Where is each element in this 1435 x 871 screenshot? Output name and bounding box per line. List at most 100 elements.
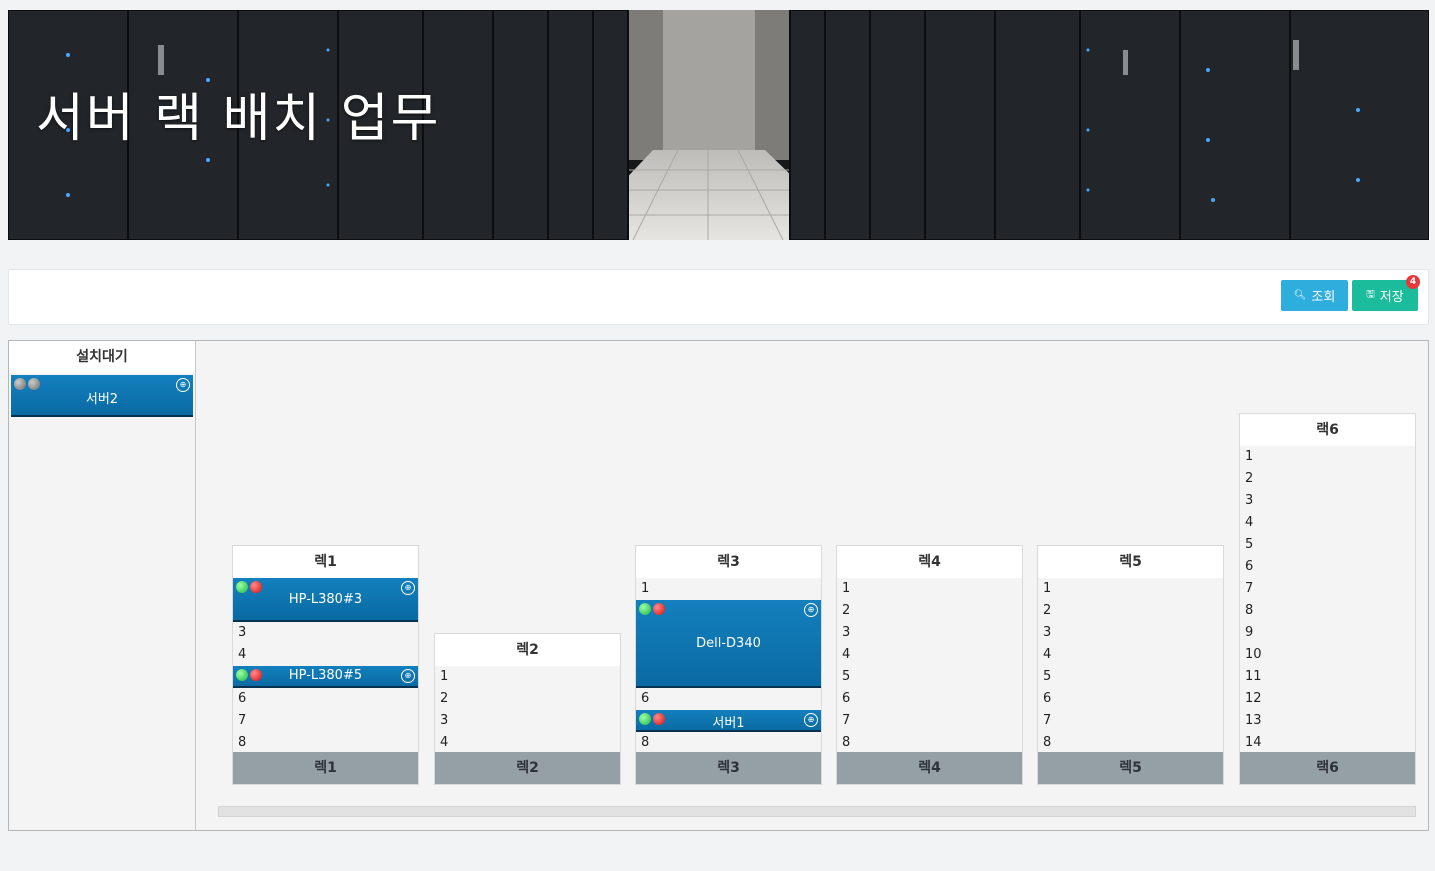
datacenter-banner-image bbox=[8, 10, 1429, 240]
rack-title: 렉2 bbox=[435, 634, 620, 666]
rack-slot: 6 bbox=[842, 691, 851, 706]
rack-title: 렉3 bbox=[636, 546, 821, 578]
server-card[interactable]: ⊕ HP-L380#3 bbox=[233, 578, 418, 622]
status-led-icon bbox=[653, 713, 665, 725]
status-led-icon bbox=[250, 581, 262, 593]
rack-slot: 7 bbox=[238, 713, 247, 728]
rack-title: 렉1 bbox=[233, 546, 418, 578]
server-name: 서버1 bbox=[712, 716, 745, 731]
rack-slot: 4 bbox=[238, 647, 247, 662]
rack-slot: 3 bbox=[440, 713, 449, 728]
server-card[interactable]: ⊕ HP-L380#5 bbox=[233, 666, 418, 688]
save-icon: 🖫︎ bbox=[1366, 289, 1375, 300]
status-leds bbox=[639, 713, 667, 725]
rack-slot: 2 bbox=[440, 691, 449, 706]
rack-slot: 1 bbox=[842, 581, 851, 596]
server-name: Dell-D340 bbox=[696, 636, 761, 651]
status-led-icon bbox=[14, 378, 26, 390]
search-button[interactable]: 🔍︎ 조회 bbox=[1281, 280, 1348, 311]
rack-footer: 렉4 bbox=[837, 752, 1022, 784]
rack-slot: 8 bbox=[1043, 735, 1052, 750]
rack-footer: 렉1 bbox=[233, 752, 418, 784]
server-card[interactable]: ⊕ 서버1 bbox=[636, 710, 821, 732]
horizontal-scrollbar[interactable] bbox=[218, 806, 1416, 817]
status-leds bbox=[14, 378, 42, 390]
header-banner: 서버 랙 배치 업무 bbox=[8, 10, 1429, 240]
rack-slot: 6 bbox=[238, 691, 247, 706]
rack-slot: 10 bbox=[1245, 647, 1262, 662]
rack-footer: 랙6 bbox=[1240, 752, 1415, 784]
status-led-icon bbox=[250, 669, 262, 681]
rack-slot: 2 bbox=[1043, 603, 1052, 618]
rack-slot: 1 bbox=[641, 581, 650, 596]
page-title: 서버 랙 배치 업무 bbox=[36, 89, 441, 149]
rack-slot: 1 bbox=[440, 669, 449, 684]
status-led-icon bbox=[653, 603, 665, 615]
search-button-label: 조회 bbox=[1311, 290, 1336, 305]
rack-slot: 13 bbox=[1245, 713, 1262, 728]
rack-slot: 8 bbox=[842, 735, 851, 750]
rack-slot: 5 bbox=[1043, 669, 1052, 684]
install-waiting-column: 설치대기 ⊕ 서버2 bbox=[9, 341, 196, 830]
rack-slot: 7 bbox=[1245, 581, 1254, 596]
rack-title: 렉4 bbox=[837, 546, 1022, 578]
network-icon[interactable]: ⊕ bbox=[401, 669, 415, 683]
rack-slot: 1 bbox=[1043, 581, 1052, 596]
rack-slot: 6 bbox=[1043, 691, 1052, 706]
network-icon[interactable]: ⊕ bbox=[401, 581, 415, 595]
rack-slot: 3 bbox=[842, 625, 851, 640]
network-icon[interactable]: ⊕ bbox=[176, 378, 190, 392]
rack-footer: 렉5 bbox=[1038, 752, 1223, 784]
network-icon[interactable]: ⊕ bbox=[804, 713, 818, 727]
server-name: 서버2 bbox=[85, 392, 119, 407]
rack-slot: 8 bbox=[1245, 603, 1254, 618]
rack-2: 렉2 1 2 3 4 렉2 bbox=[434, 633, 621, 785]
rack-slot: 7 bbox=[842, 713, 851, 728]
rack-slot: 2 bbox=[842, 603, 851, 618]
save-button-label: 저장 bbox=[1379, 290, 1404, 305]
rack-slot: 6 bbox=[641, 691, 650, 706]
rack-slot: 14 bbox=[1245, 735, 1262, 750]
rack-4: 렉4 1 2 3 4 5 6 7 8 렉4 bbox=[836, 545, 1023, 785]
rack-slot: 3 bbox=[238, 625, 247, 640]
rack-slot: 2 bbox=[1245, 471, 1254, 486]
save-button[interactable]: 🖫︎ 저장 4 bbox=[1352, 275, 1420, 311]
status-led-icon bbox=[28, 378, 40, 390]
rack-slot: 8 bbox=[238, 735, 247, 750]
rack-layout-panel: 설치대기 ⊕ 서버2 렉1 ⊕ HP-L380#3 3 4 bbox=[8, 340, 1429, 831]
rack-slot: 4 bbox=[842, 647, 851, 662]
search-icon: 🔍︎ bbox=[1293, 290, 1307, 301]
rack-title: 렉5 bbox=[1038, 546, 1223, 578]
status-led-icon bbox=[236, 581, 248, 593]
server-name: HP-L380#3 bbox=[288, 592, 363, 607]
rack-title: 랙6 bbox=[1240, 414, 1415, 446]
server-name: HP-L380#5 bbox=[288, 668, 363, 683]
save-count-badge: 4 bbox=[1406, 275, 1420, 289]
rack-6: 랙6 1 2 3 4 5 6 7 8 9 10 11 12 13 14 랙6 bbox=[1239, 413, 1416, 785]
rack-slot: 4 bbox=[1245, 515, 1254, 530]
rack-slot: 9 bbox=[1245, 625, 1254, 640]
rack-3: 렉3 1 ⊕ Dell-D340 6 ⊕ 서버1 8 렉3 bbox=[635, 545, 822, 785]
toolbar: 🔍︎ 조회 🖫︎ 저장 4 bbox=[8, 269, 1429, 325]
rack-slot: 4 bbox=[440, 735, 449, 750]
network-icon[interactable]: ⊕ bbox=[804, 603, 818, 617]
rack-slot: 3 bbox=[1043, 625, 1052, 640]
rack-slot: 12 bbox=[1245, 691, 1262, 706]
rack-slot: 6 bbox=[1245, 559, 1254, 574]
server-card[interactable]: ⊕ 서버2 bbox=[11, 375, 193, 417]
status-leds bbox=[236, 669, 264, 681]
rack-slot: 7 bbox=[1043, 713, 1052, 728]
rack-slot: 5 bbox=[1245, 537, 1254, 552]
rack-slot: 3 bbox=[1245, 493, 1254, 508]
install-waiting-header: 설치대기 bbox=[9, 341, 195, 373]
status-led-icon bbox=[639, 603, 651, 615]
rack-footer: 렉2 bbox=[435, 752, 620, 784]
rack-footer: 렉3 bbox=[636, 752, 821, 784]
rack-1: 렉1 ⊕ HP-L380#3 3 4 ⊕ HP-L380#5 6 7 8 렉1 bbox=[232, 545, 419, 785]
rack-slot: 4 bbox=[1043, 647, 1052, 662]
status-leds bbox=[236, 581, 264, 593]
status-led-icon bbox=[639, 713, 651, 725]
status-leds bbox=[639, 603, 667, 615]
rack-5: 렉5 1 2 3 4 5 6 7 8 렉5 bbox=[1037, 545, 1224, 785]
server-card[interactable]: ⊕ Dell-D340 bbox=[636, 600, 821, 688]
